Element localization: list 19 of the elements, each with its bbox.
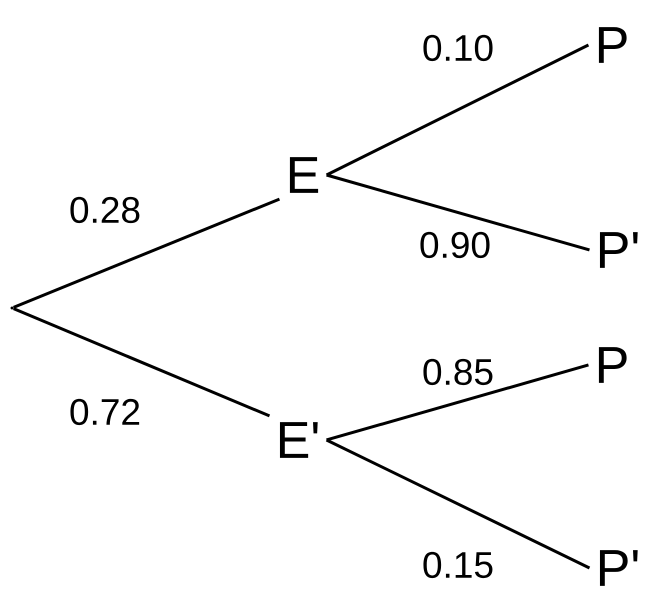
branch-line bbox=[326, 174, 590, 252]
probability-label: 0.90 bbox=[420, 232, 490, 258]
outcome-label: P bbox=[598, 347, 627, 383]
branch-line bbox=[326, 438, 590, 570]
outcome-label: E' bbox=[280, 422, 318, 458]
probability-label: 0.85 bbox=[423, 358, 492, 386]
outcome-label: P' bbox=[600, 550, 638, 586]
probability-label: 0.72 bbox=[70, 398, 140, 426]
probability-label: 0.15 bbox=[423, 552, 492, 578]
branch-line bbox=[13, 307, 270, 418]
probability-label: 0.10 bbox=[423, 34, 493, 62]
outcome-label: P bbox=[598, 27, 627, 63]
outcome-label: P' bbox=[600, 232, 638, 268]
probability-label: 0.28 bbox=[70, 196, 140, 224]
branch-point bbox=[10, 306, 14, 310]
outcome-label: E bbox=[290, 157, 318, 193]
branch-line bbox=[13, 198, 280, 309]
branch-line bbox=[326, 364, 589, 442]
branch-line bbox=[326, 44, 590, 176]
